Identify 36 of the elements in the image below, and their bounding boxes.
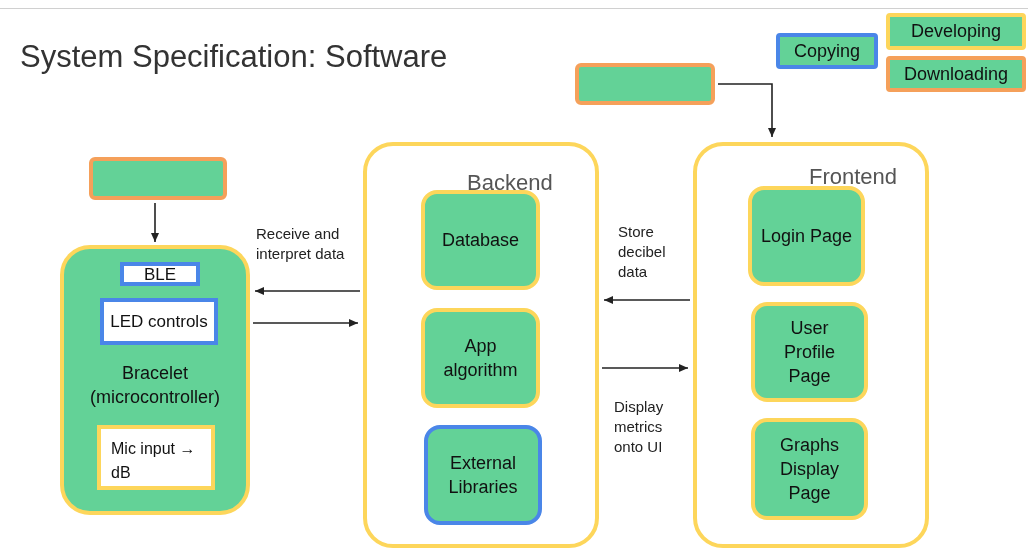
arrow [603,296,691,304]
group-title: Bracelet (microcontroller) [89,362,221,409]
arrow [151,202,159,243]
box-node [89,157,227,200]
node-label: External Libraries [447,452,519,499]
process-box [421,190,540,290]
process-box [751,418,868,520]
arrow [252,319,359,327]
group-container [363,142,599,548]
process-box [97,425,215,490]
process-box [751,302,868,402]
legend-chip: Downloading [886,56,1026,92]
group-title: Frontend [809,163,898,191]
group-title: Backend [467,169,553,197]
legend-chip: Developing [886,13,1026,50]
node-label: Database [440,229,521,252]
legend-chip: Copying [776,33,878,69]
arrow [601,364,689,372]
node-label: BLE [142,266,178,282]
process-box [120,262,200,286]
node-label: Login Page [759,225,854,248]
group-container [693,142,929,548]
arrow [717,83,776,138]
group-container [60,245,250,515]
slide-title: System Specification: Software [20,38,448,76]
node-label: LED controls [109,311,209,333]
box-node [575,63,715,105]
node-label: App algorithm [442,335,519,382]
node-label: Graphs Display Page [779,434,840,505]
node-label: Mic input → dB [111,439,197,483]
process-box [748,186,865,286]
arrow [254,287,361,295]
process-box [421,308,540,408]
node-label: User Profile Page [783,317,836,388]
process-box [100,298,218,345]
process-box [424,425,542,525]
